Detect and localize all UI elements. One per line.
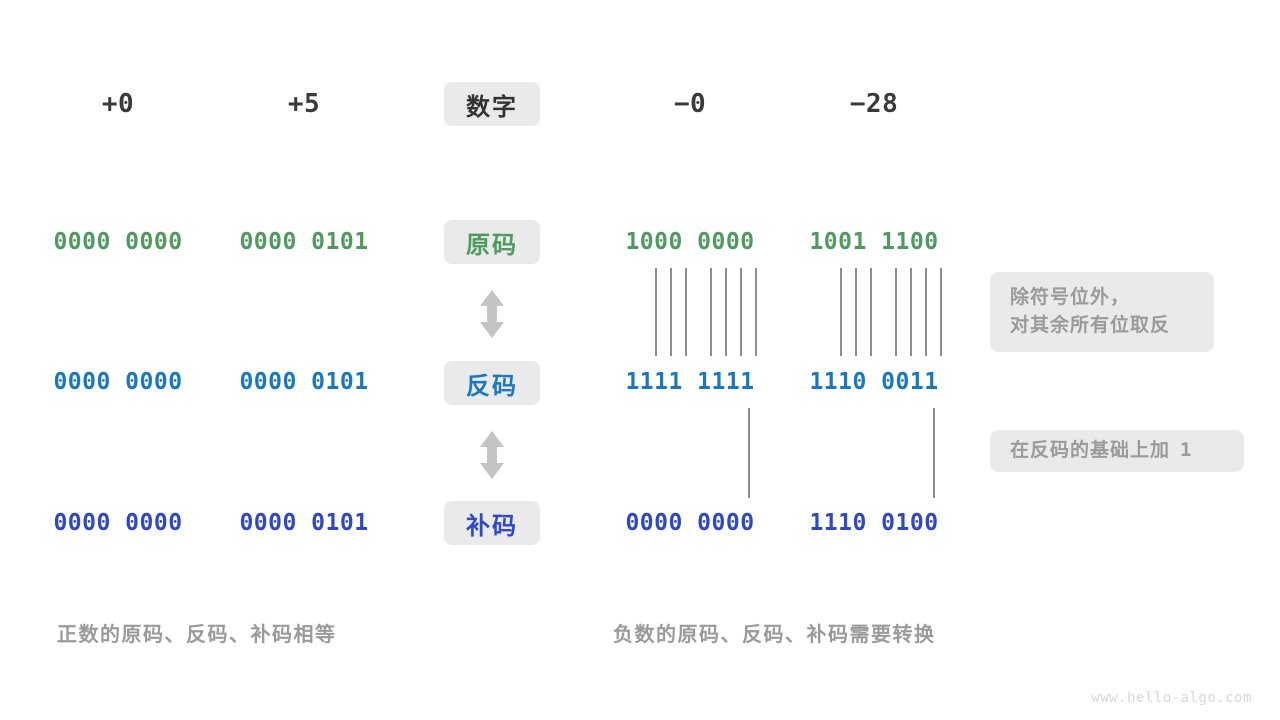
original-value-minus-twentyeight: 1001 1100 <box>809 229 939 255</box>
connector-line <box>940 268 942 356</box>
column-header-minus-zero: −0 <box>673 89 707 119</box>
ones-complement-value-plus-zero: 0000 0000 <box>53 369 183 395</box>
arrow-ones-to-twos <box>475 429 509 481</box>
ones-complement-value-plus-five: 0000 0101 <box>239 369 369 395</box>
original-value-plus-five: 0000 0101 <box>239 229 369 255</box>
connector-line <box>840 268 842 356</box>
ones-complement-value-minus-twentyeight: 1110 0011 <box>809 369 939 395</box>
connector-line <box>670 268 672 356</box>
connector-line <box>710 268 712 356</box>
twos-complement-value-plus-zero: 0000 0000 <box>53 510 183 536</box>
twos-complement-value-minus-zero: 0000 0000 <box>625 510 755 536</box>
column-header-plus-five: +5 <box>287 89 321 119</box>
column-header-minus-twentyeight: −28 <box>849 89 899 119</box>
arrow-original-to-ones <box>475 288 509 340</box>
twos-complement-value-minus-twentyeight: 1110 0100 <box>809 510 939 536</box>
connector-line <box>740 268 742 356</box>
caption-negative-numbers: 负数的原码、反码、补码需要转换 <box>613 624 936 646</box>
row-label-twos-complement: 补码 <box>444 501 540 545</box>
connector-line <box>933 408 935 498</box>
connector-line <box>925 268 927 356</box>
connector-line <box>725 268 727 356</box>
row-label-number: 数字 <box>444 82 540 126</box>
connector-line <box>855 268 857 356</box>
twos-complement-value-plus-five: 0000 0101 <box>239 510 369 536</box>
note-add-one-text: 在反码的基础上加 <box>1010 440 1171 462</box>
connector-line <box>895 268 897 356</box>
original-value-minus-zero: 1000 0000 <box>625 229 755 255</box>
connector-line <box>910 268 912 356</box>
note-add-one: 在反码的基础上加 1 <box>990 430 1244 472</box>
connector-line <box>748 408 750 498</box>
note-line: 在反码的基础上加 1 <box>1010 436 1224 466</box>
row-label-ones-complement: 反码 <box>444 361 540 405</box>
note-line: 对其余所有位取反 <box>1010 315 1171 336</box>
connector-line <box>685 268 687 356</box>
note-invert-non-sign-bits: 除符号位外， 对其余所有位取反 <box>990 272 1214 352</box>
column-header-plus-zero: +0 <box>101 89 135 119</box>
ones-complement-value-minus-zero: 1111 1111 <box>625 369 755 395</box>
original-value-plus-zero: 0000 0000 <box>53 229 183 255</box>
row-label-original-code: 原码 <box>444 220 540 264</box>
note-line: 除符号位外， <box>1010 286 1131 308</box>
connector-line <box>755 268 757 356</box>
connector-line <box>870 268 872 356</box>
note-add-one-number: 1 <box>1180 439 1193 462</box>
caption-positive-numbers: 正数的原码、反码、补码相等 <box>57 624 337 646</box>
connector-line <box>655 268 657 356</box>
site-watermark: www.hello-algo.com <box>1091 690 1252 706</box>
